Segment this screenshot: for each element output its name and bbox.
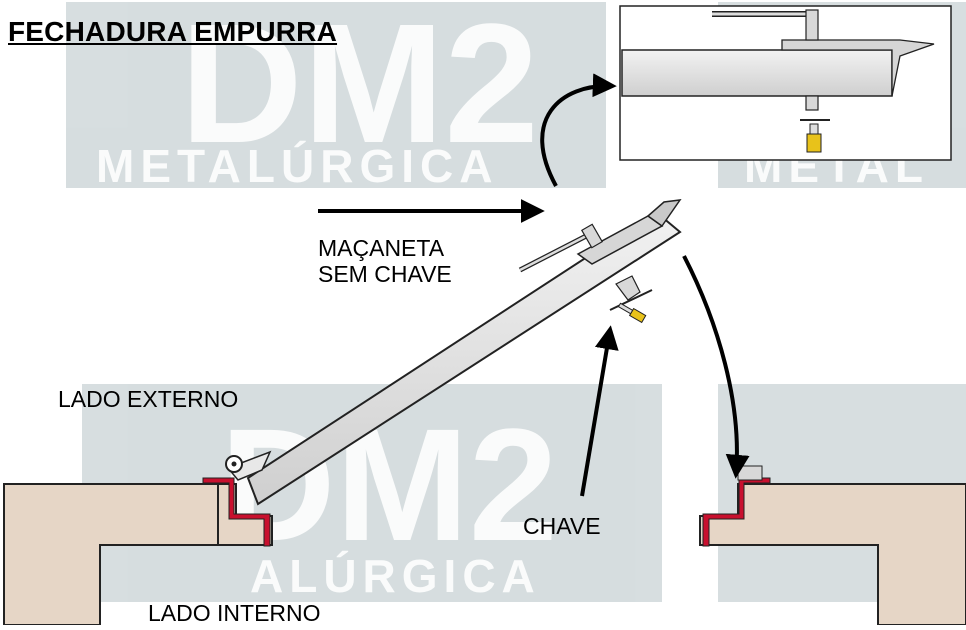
watermark-logo-text: DM2 xyxy=(180,0,539,179)
label-outer-side: LADO EXTERNO xyxy=(58,386,239,412)
arrow-door-swing xyxy=(682,255,750,479)
door-panel-open xyxy=(225,199,682,506)
watermark-subtext-bottom: ALÚRGICA xyxy=(250,550,541,602)
door-frame-left xyxy=(202,477,271,547)
arrow-to-detail xyxy=(540,73,617,187)
label-handle-line2: SEM CHAVE xyxy=(318,261,452,287)
key-icon xyxy=(617,302,647,324)
arrow-key xyxy=(580,325,619,497)
page-title: FECHADURA EMPURRA xyxy=(8,16,338,47)
inset-detail xyxy=(619,5,952,161)
strike-plate xyxy=(737,465,763,481)
watermark-logo-top: DM2 METALÚRGICA xyxy=(66,0,606,192)
label-key: CHAVE xyxy=(523,513,601,539)
inset-key-icon xyxy=(806,123,822,153)
label-handle-line1: MAÇANETA xyxy=(318,235,445,261)
watermark-subtext: METALÚRGICA xyxy=(96,140,498,192)
label-inner-side: LADO INTERNO xyxy=(148,600,321,626)
